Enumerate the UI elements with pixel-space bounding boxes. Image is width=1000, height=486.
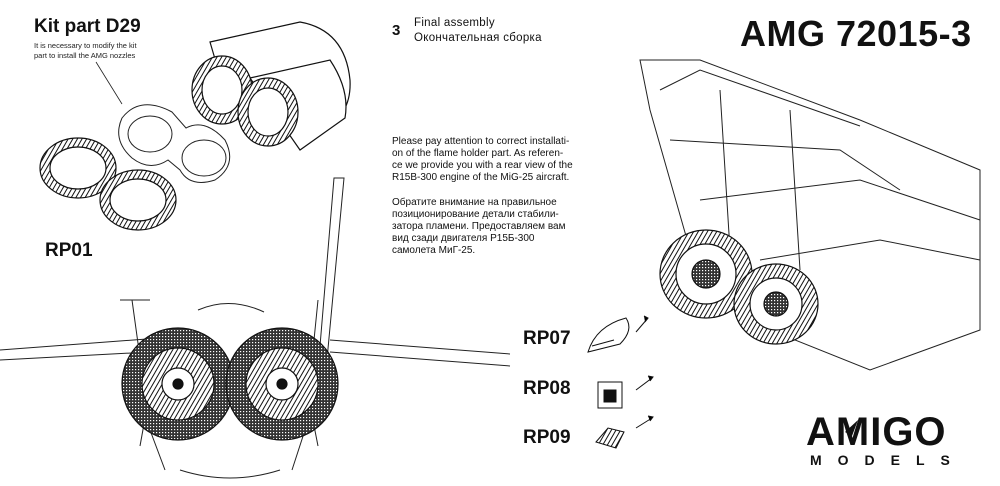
instructions-en: Please pay attention to correct installa… xyxy=(392,136,602,184)
instructions-ru-line: вид сзади двигателя Р15Б-300 xyxy=(392,233,535,244)
instructions-en-line: ce we provide you with a rear view of th… xyxy=(392,160,573,171)
kit-part-title: Kit part D29 xyxy=(34,16,141,37)
instructions-ru-line: позиционирование детали стабили- xyxy=(392,209,559,220)
instructions-ru-line: Обратите внимание на правильное xyxy=(392,197,557,208)
instructions-ru-line: затора пламени. Предоставляем вам xyxy=(392,221,566,232)
instructions-ru: Обратите внимание на правильное позицион… xyxy=(392,197,602,257)
d29-kit-part xyxy=(118,104,231,183)
rp09-part xyxy=(595,415,654,449)
instructions-ru-line: самолета МиГ-25. xyxy=(392,245,476,256)
kit-part-note-line-1: It is necessary to modify the kit xyxy=(34,41,137,50)
product-code: AMG 72015-3 xyxy=(740,13,972,54)
amigo-logo-arrow-icon xyxy=(845,420,858,436)
amigo-logo-subtitle: MODELS xyxy=(810,452,966,468)
nozzle-cans xyxy=(191,21,351,151)
part-label-rp01: RP01 xyxy=(45,240,93,261)
amigo-logo-wordmark: AMIGO xyxy=(806,410,947,454)
instructions-en-line: Please pay attention to correct installa… xyxy=(392,136,570,147)
rp07-part xyxy=(587,315,649,353)
rp08-part xyxy=(597,375,654,409)
rp01-nozzle-rings xyxy=(39,137,177,231)
instructions-en-line: R15B-300 engine of the MiG-25 aircraft. xyxy=(392,172,570,183)
kit-part-leader xyxy=(95,61,123,105)
part-label-rp09: RP09 xyxy=(523,427,571,448)
step-title-ru: Окончательная сборка xyxy=(414,32,542,44)
rear-view-engines xyxy=(121,327,339,441)
aircraft-tail-isometric xyxy=(639,59,981,371)
step-number: 3 xyxy=(392,22,401,39)
instructions-en-line: on of the flame holder part. As referen- xyxy=(392,148,564,159)
installed-nozzles xyxy=(659,229,819,345)
part-label-rp07: RP07 xyxy=(523,328,571,349)
step-title-en: Final assembly xyxy=(414,17,495,29)
kit-part-note-line-2: part to install the AMG nozzles xyxy=(34,51,136,60)
part-label-rp08: RP08 xyxy=(523,378,571,399)
